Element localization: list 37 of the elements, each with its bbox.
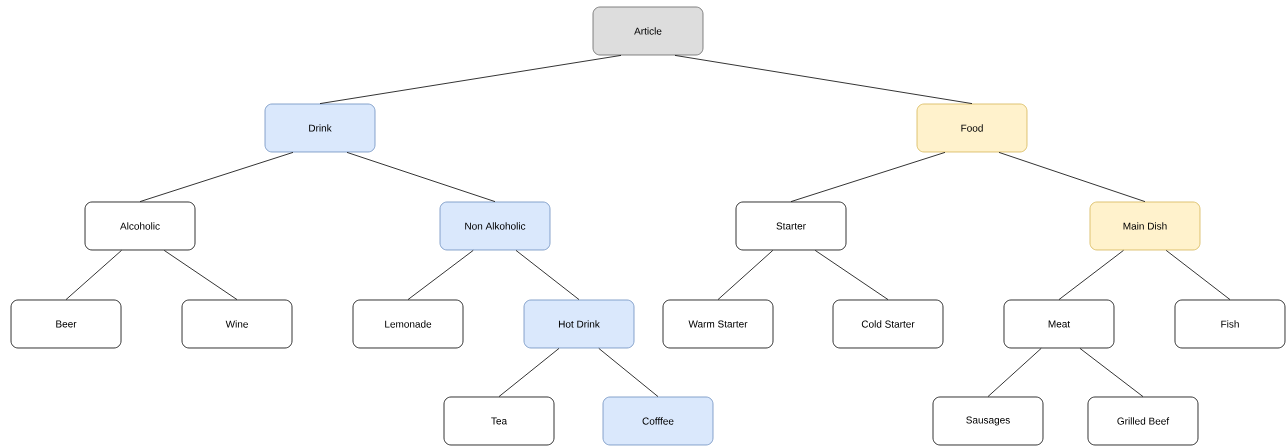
connector-line	[407, 250, 474, 300]
connector-line	[1058, 250, 1124, 300]
connector-line	[1079, 348, 1144, 397]
category-box: Drink	[264, 103, 376, 153]
category-box: Article	[592, 6, 704, 56]
connector-line	[163, 250, 238, 300]
connector-line	[674, 55, 973, 104]
category-box: Beer	[10, 299, 122, 349]
category-box: Cold Starter	[832, 299, 944, 349]
category-box: Warm Starter	[662, 299, 774, 349]
category-box: Tea	[443, 396, 555, 446]
category-box: Wine	[181, 299, 293, 349]
category-box: Grilled Beef	[1087, 396, 1199, 446]
category-box: Meat	[1003, 299, 1115, 349]
connector-line	[598, 348, 659, 397]
category-box: Lemonade	[352, 299, 464, 349]
category-box: Food	[916, 103, 1028, 153]
category-box: Main Dish	[1089, 201, 1201, 251]
connector-line	[65, 250, 122, 300]
connector-line	[139, 152, 294, 202]
connector-line	[498, 348, 560, 397]
category-box: Hot Drink	[523, 299, 635, 349]
connector-line	[987, 348, 1042, 397]
connector-line	[814, 250, 889, 300]
connector-line	[346, 152, 496, 202]
category-box: Sausages	[932, 396, 1044, 446]
connector-line	[1165, 250, 1231, 300]
connector-line	[717, 250, 774, 300]
connector-line	[998, 152, 1146, 202]
connector-line	[790, 152, 946, 202]
connector-line	[515, 250, 580, 300]
category-box: Fish	[1174, 299, 1286, 349]
category-box: Starter	[735, 201, 847, 251]
category-box: Non Alkoholic	[439, 201, 551, 251]
category-box: Alcoholic	[84, 201, 196, 251]
category-box: Cofffee	[602, 396, 714, 446]
connector-line	[319, 55, 622, 104]
